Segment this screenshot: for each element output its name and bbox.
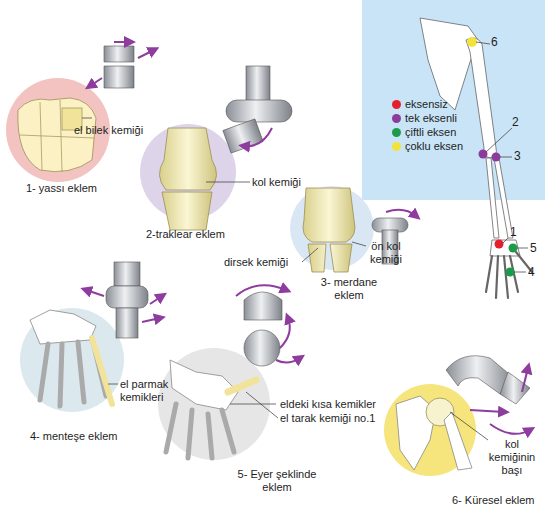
hinge-joint-illustration-part <box>116 308 138 338</box>
hinge-joint-illustration-part <box>92 338 112 404</box>
pivot-joint-illustration-part <box>308 244 352 272</box>
bone-label: ön kol kemiği <box>364 240 408 266</box>
callout-number: 1 <box>510 226 524 239</box>
legend-text: eksensiz <box>405 98 448 111</box>
joint-type-label: 6- Küresel eklem <box>452 494 545 507</box>
legend-text: tek eksenli <box>405 112 457 125</box>
skeleton-panel-part <box>486 252 532 298</box>
ball-socket-illustration-part <box>450 412 488 440</box>
callout-number: 2 <box>512 116 526 129</box>
saddle-joint-illustration-part <box>244 330 280 366</box>
legend-swatch <box>392 142 401 151</box>
skeleton-panel-part <box>506 268 515 277</box>
plane-joint-illustration-part <box>90 78 102 86</box>
legend-text: çoklu eksen <box>405 140 463 153</box>
saddle-joint-illustration-part <box>244 292 282 320</box>
joint-type-label: 3- merdane eklem <box>318 276 380 302</box>
hinge-joint-illustration-part <box>142 318 160 322</box>
skeleton-panel-part <box>492 153 501 162</box>
legend-text: çiftli eksen <box>405 126 456 139</box>
bone-label: el parmak kemikleri <box>120 378 184 404</box>
bone-label: eldeki kısa kemikler <box>280 398 400 411</box>
skeleton-panel-part <box>467 37 477 47</box>
callout-number: 6 <box>491 36 505 49</box>
skeleton-panel-part <box>362 0 545 200</box>
pivot-joint-illustration-part <box>302 242 366 262</box>
saddle-joint-illustration-part <box>228 380 256 392</box>
hinge-joint-illustration-part <box>86 290 104 296</box>
joint-type-label: 5- Eyer şeklinde eklem <box>232 468 322 494</box>
joint-type-label: 1- yassı eklem <box>26 182 116 195</box>
skeleton-panel-part <box>509 244 518 253</box>
legend-row: tek eksenli <box>392 112 457 125</box>
saddle-joint-illustration <box>158 285 300 460</box>
trochlear-joint-illustration-part <box>226 100 292 122</box>
joint-type-label: 4- menteşe eklem <box>30 430 140 443</box>
ball-socket-illustration-part <box>384 384 476 476</box>
ball-socket-illustration-part <box>522 368 528 392</box>
callout-number: 3 <box>514 150 528 163</box>
hinge-joint-illustration-part <box>114 262 140 286</box>
plane-joint-illustration-part <box>114 41 130 43</box>
legend-swatch <box>392 100 401 109</box>
hinge-joint-illustration-part <box>20 308 124 412</box>
legend-row: çoklu eksen <box>392 140 463 153</box>
bone-label: dirsek kemiği <box>224 256 304 269</box>
legend-row: çiftli eksen <box>392 126 456 139</box>
skeleton-panel-part <box>476 42 528 272</box>
skeleton-panel-part <box>479 150 488 159</box>
skeleton-panel-part <box>420 18 478 110</box>
saddle-joint-illustration-part <box>230 392 278 418</box>
legend-swatch <box>392 114 401 123</box>
hinge-joint-illustration-part <box>30 310 96 344</box>
trochlear-joint-illustration-part <box>244 128 272 146</box>
saddle-joint-illustration-part <box>280 318 290 348</box>
saddle-joint-illustration-part <box>170 360 238 410</box>
plane-joint-illustration-part <box>104 66 134 88</box>
bone-label: el tarak kemiği no.1 <box>280 412 400 425</box>
pivot-joint-illustration-part <box>386 210 416 216</box>
plane-joint-illustration-part <box>104 46 134 62</box>
saddle-joint-illustration-part <box>236 285 286 296</box>
skeleton-panel <box>362 0 545 298</box>
ball-socket-illustration-part <box>444 412 472 470</box>
bone-label: kol kemiğinin başı <box>482 438 542 477</box>
saddle-joint-illustration-part <box>166 404 234 458</box>
legend-swatch <box>392 128 401 137</box>
trochlear-joint-illustration-part <box>162 192 212 230</box>
hinge-joint-illustration-part <box>150 296 162 304</box>
hinge-joint-illustration-part <box>106 286 148 308</box>
pivot-joint-illustration <box>290 186 416 272</box>
ball-socket-illustration-part <box>470 410 504 412</box>
trochlear-joint-illustration-part <box>159 128 216 190</box>
skeleton-panel-part <box>490 240 520 256</box>
joint-type-label: 2-traklear eklem <box>146 228 246 241</box>
callout-number: 4 <box>528 266 542 279</box>
legend-row: eksensiz <box>392 98 448 111</box>
trochlear-joint-illustration <box>140 66 292 230</box>
plane-joint-illustration-part <box>138 50 154 58</box>
plane-joint-illustration-part <box>82 118 92 119</box>
ball-socket-illustration-part <box>490 424 530 434</box>
plane-joint-illustration <box>6 42 154 182</box>
bone-label: kol kemiği <box>252 176 322 189</box>
saddle-joint-illustration-part <box>276 358 300 363</box>
hinge-joint-illustration-part <box>108 384 118 385</box>
skeleton-panel-part <box>495 240 504 249</box>
callout-number: 5 <box>530 242 544 255</box>
trochlear-joint-illustration-part <box>206 182 250 183</box>
skeleton-panel-part <box>466 38 496 158</box>
trochlear-joint-illustration-part <box>223 119 263 153</box>
bone-label: el bilek kemiği <box>74 124 164 137</box>
trochlear-joint-illustration-part <box>246 66 270 102</box>
pivot-joint-illustration-part <box>303 188 355 242</box>
